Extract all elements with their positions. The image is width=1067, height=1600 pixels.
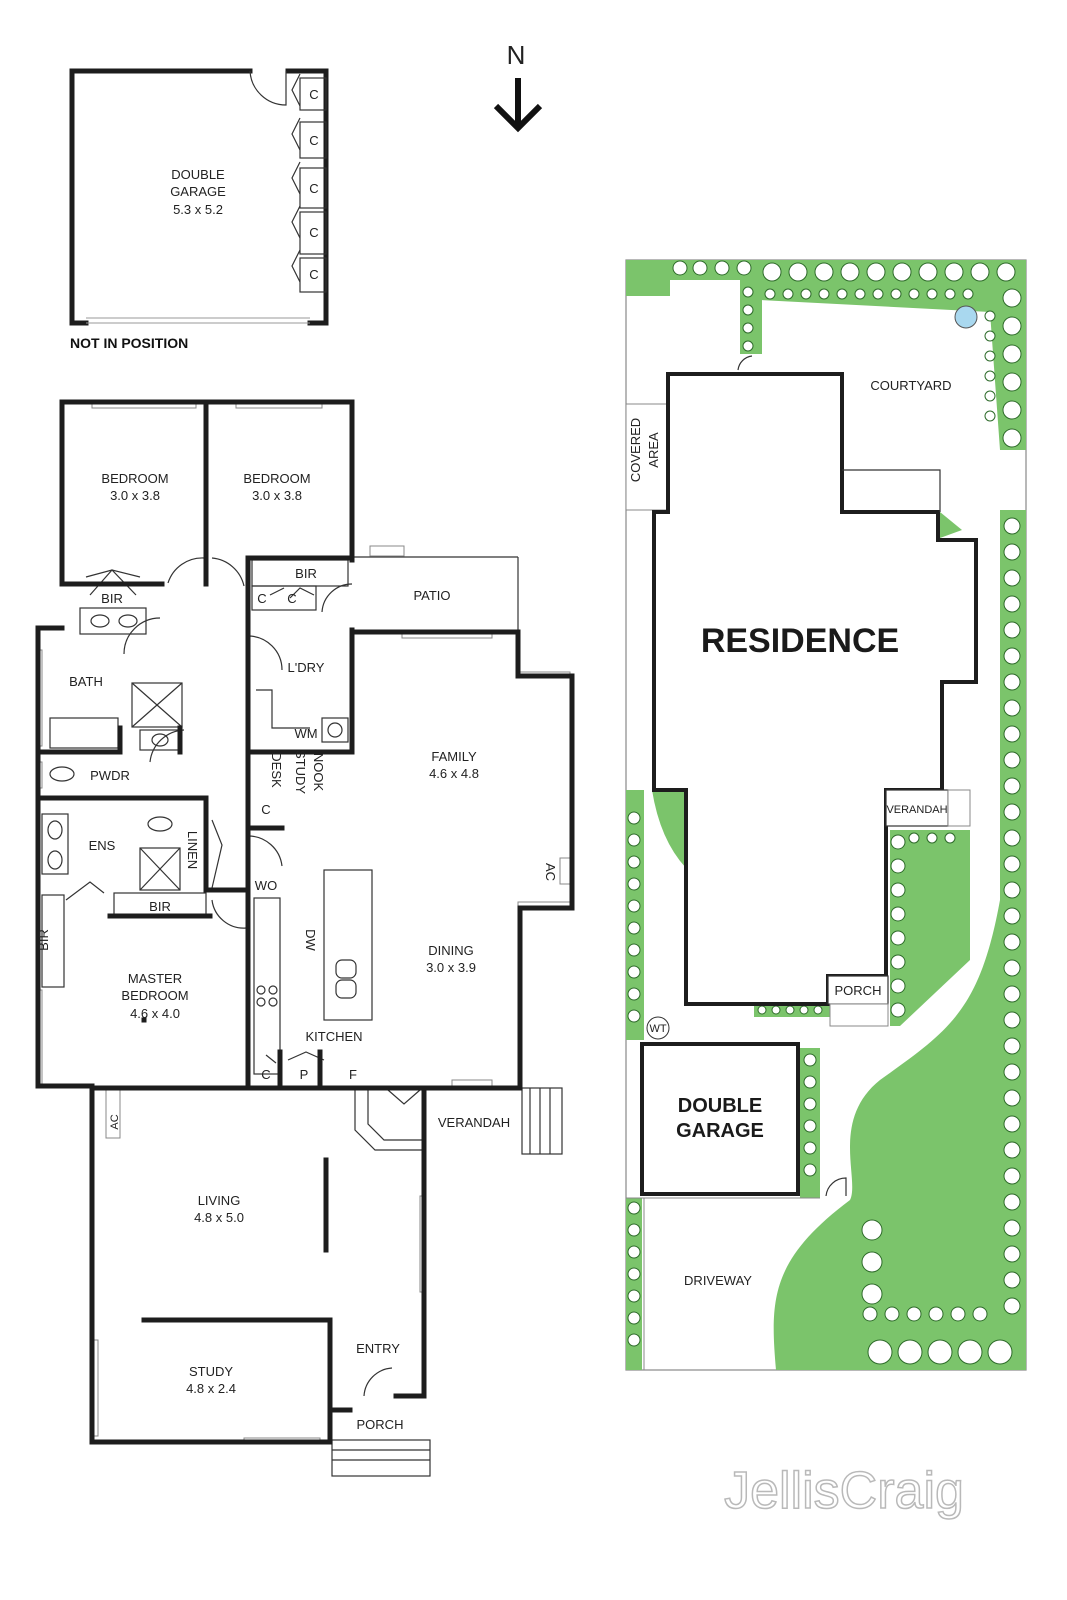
- study-name: STUDY: [189, 1364, 233, 1379]
- bir-bedroom-label: BIR: [101, 591, 123, 606]
- bir-top-label: BIR: [295, 566, 317, 581]
- site-porch-label: PORCH: [835, 983, 882, 998]
- residence-label: RESIDENCE: [701, 622, 899, 660]
- fridge-label: F: [349, 1067, 357, 1082]
- dining-size: 3.0 x 3.9: [426, 960, 476, 975]
- covered-area-line2: AREA: [646, 432, 661, 468]
- garage-cupboard-label: C: [309, 181, 318, 196]
- desk-label: DESK: [269, 752, 284, 788]
- cupboard-label: C: [261, 1067, 270, 1082]
- family-size: 4.6 x 4.8: [429, 766, 479, 781]
- dining-name: DINING: [428, 943, 474, 958]
- water-feature-icon: [954, 305, 978, 329]
- family-name: FAMILY: [431, 749, 477, 764]
- bath-label: BATH: [69, 674, 103, 689]
- brand-logo: JellisCraig: [724, 1462, 964, 1520]
- kitchen-label: KITCHEN: [305, 1029, 362, 1044]
- master-name-line2: BEDROOM: [121, 988, 188, 1003]
- bedroom1-size: 3.0 x 3.8: [110, 488, 160, 503]
- wm-label: WM: [294, 726, 317, 741]
- ac-living-label: AC: [109, 1114, 121, 1129]
- living-name: LIVING: [198, 1193, 241, 1208]
- site-garage-line2: GARAGE: [676, 1120, 764, 1142]
- cupboard-label: C: [257, 591, 266, 606]
- water-tank-label: WT: [649, 1023, 666, 1035]
- covered-area-line1: COVERED: [628, 418, 643, 482]
- bedroom1-name: BEDROOM: [101, 471, 168, 486]
- cupboard-label: C: [261, 802, 270, 817]
- not-in-position-label: NOT IN POSITION: [70, 335, 188, 351]
- entry-label: ENTRY: [356, 1341, 400, 1356]
- house-plan: BEDROOM 3.0 x 3.8 BEDROOM 3.0 x 3.8 BIR …: [35, 399, 575, 1477]
- ensuite-label: ENS: [89, 838, 116, 853]
- cupboard-label: C: [287, 591, 296, 606]
- porch-label: PORCH: [357, 1417, 404, 1432]
- living-size: 4.8 x 5.0: [194, 1210, 244, 1225]
- site-plan: COURTYARD COVERED AREA RESIDENCE VERANDA…: [625, 259, 1027, 1371]
- laundry-label: L'DRY: [288, 660, 325, 675]
- pantry-label: P: [300, 1067, 309, 1082]
- garage-cupboard-label: C: [309, 133, 318, 148]
- garage-cupboard-label: C: [309, 87, 318, 102]
- garage-cupboard-label: C: [309, 225, 318, 240]
- garage-cupboard-label: C: [309, 267, 318, 282]
- master-name-line1: MASTER: [128, 971, 182, 986]
- bir-master-label: BIR: [36, 929, 51, 951]
- driveway-label: DRIVEWAY: [684, 1273, 752, 1288]
- study-nook-line2: NOOK: [311, 753, 326, 792]
- garage-name-line2: GARAGE: [170, 184, 226, 199]
- ac-family-label: AC: [543, 863, 558, 881]
- site-garage-line1: DOUBLE: [678, 1095, 762, 1117]
- north-arrow-icon: [493, 78, 543, 133]
- dishwasher-label: DW: [303, 929, 318, 951]
- bedroom2-name: BEDROOM: [243, 471, 310, 486]
- study-nook-line1: STUDY: [293, 750, 308, 794]
- walk-in-oven-label: WO: [255, 878, 277, 893]
- bedroom2-size: 3.0 x 3.8: [252, 488, 302, 503]
- verandah-label: VERANDAH: [438, 1115, 510, 1130]
- linen-label: LINEN: [185, 831, 200, 869]
- patio-label: PATIO: [413, 588, 450, 603]
- garage-detail: C C C C C DOUBLE GARAGE 5.3 x 5.2 NOT IN…: [69, 68, 329, 351]
- bir-ensuite-label: BIR: [149, 899, 171, 914]
- garage-name-line1: DOUBLE: [171, 167, 225, 182]
- master-size: 4.6 x 4.0: [130, 1006, 180, 1021]
- study-size: 4.8 x 2.4: [186, 1381, 236, 1396]
- north-label: N: [507, 40, 526, 70]
- courtyard-label: COURTYARD: [870, 378, 951, 393]
- powder-label: PWDR: [90, 768, 130, 783]
- north-arrow: N: [493, 40, 543, 133]
- garage-size: 5.3 x 5.2: [173, 202, 223, 217]
- site-verandah-label: VERANDAH: [886, 804, 947, 816]
